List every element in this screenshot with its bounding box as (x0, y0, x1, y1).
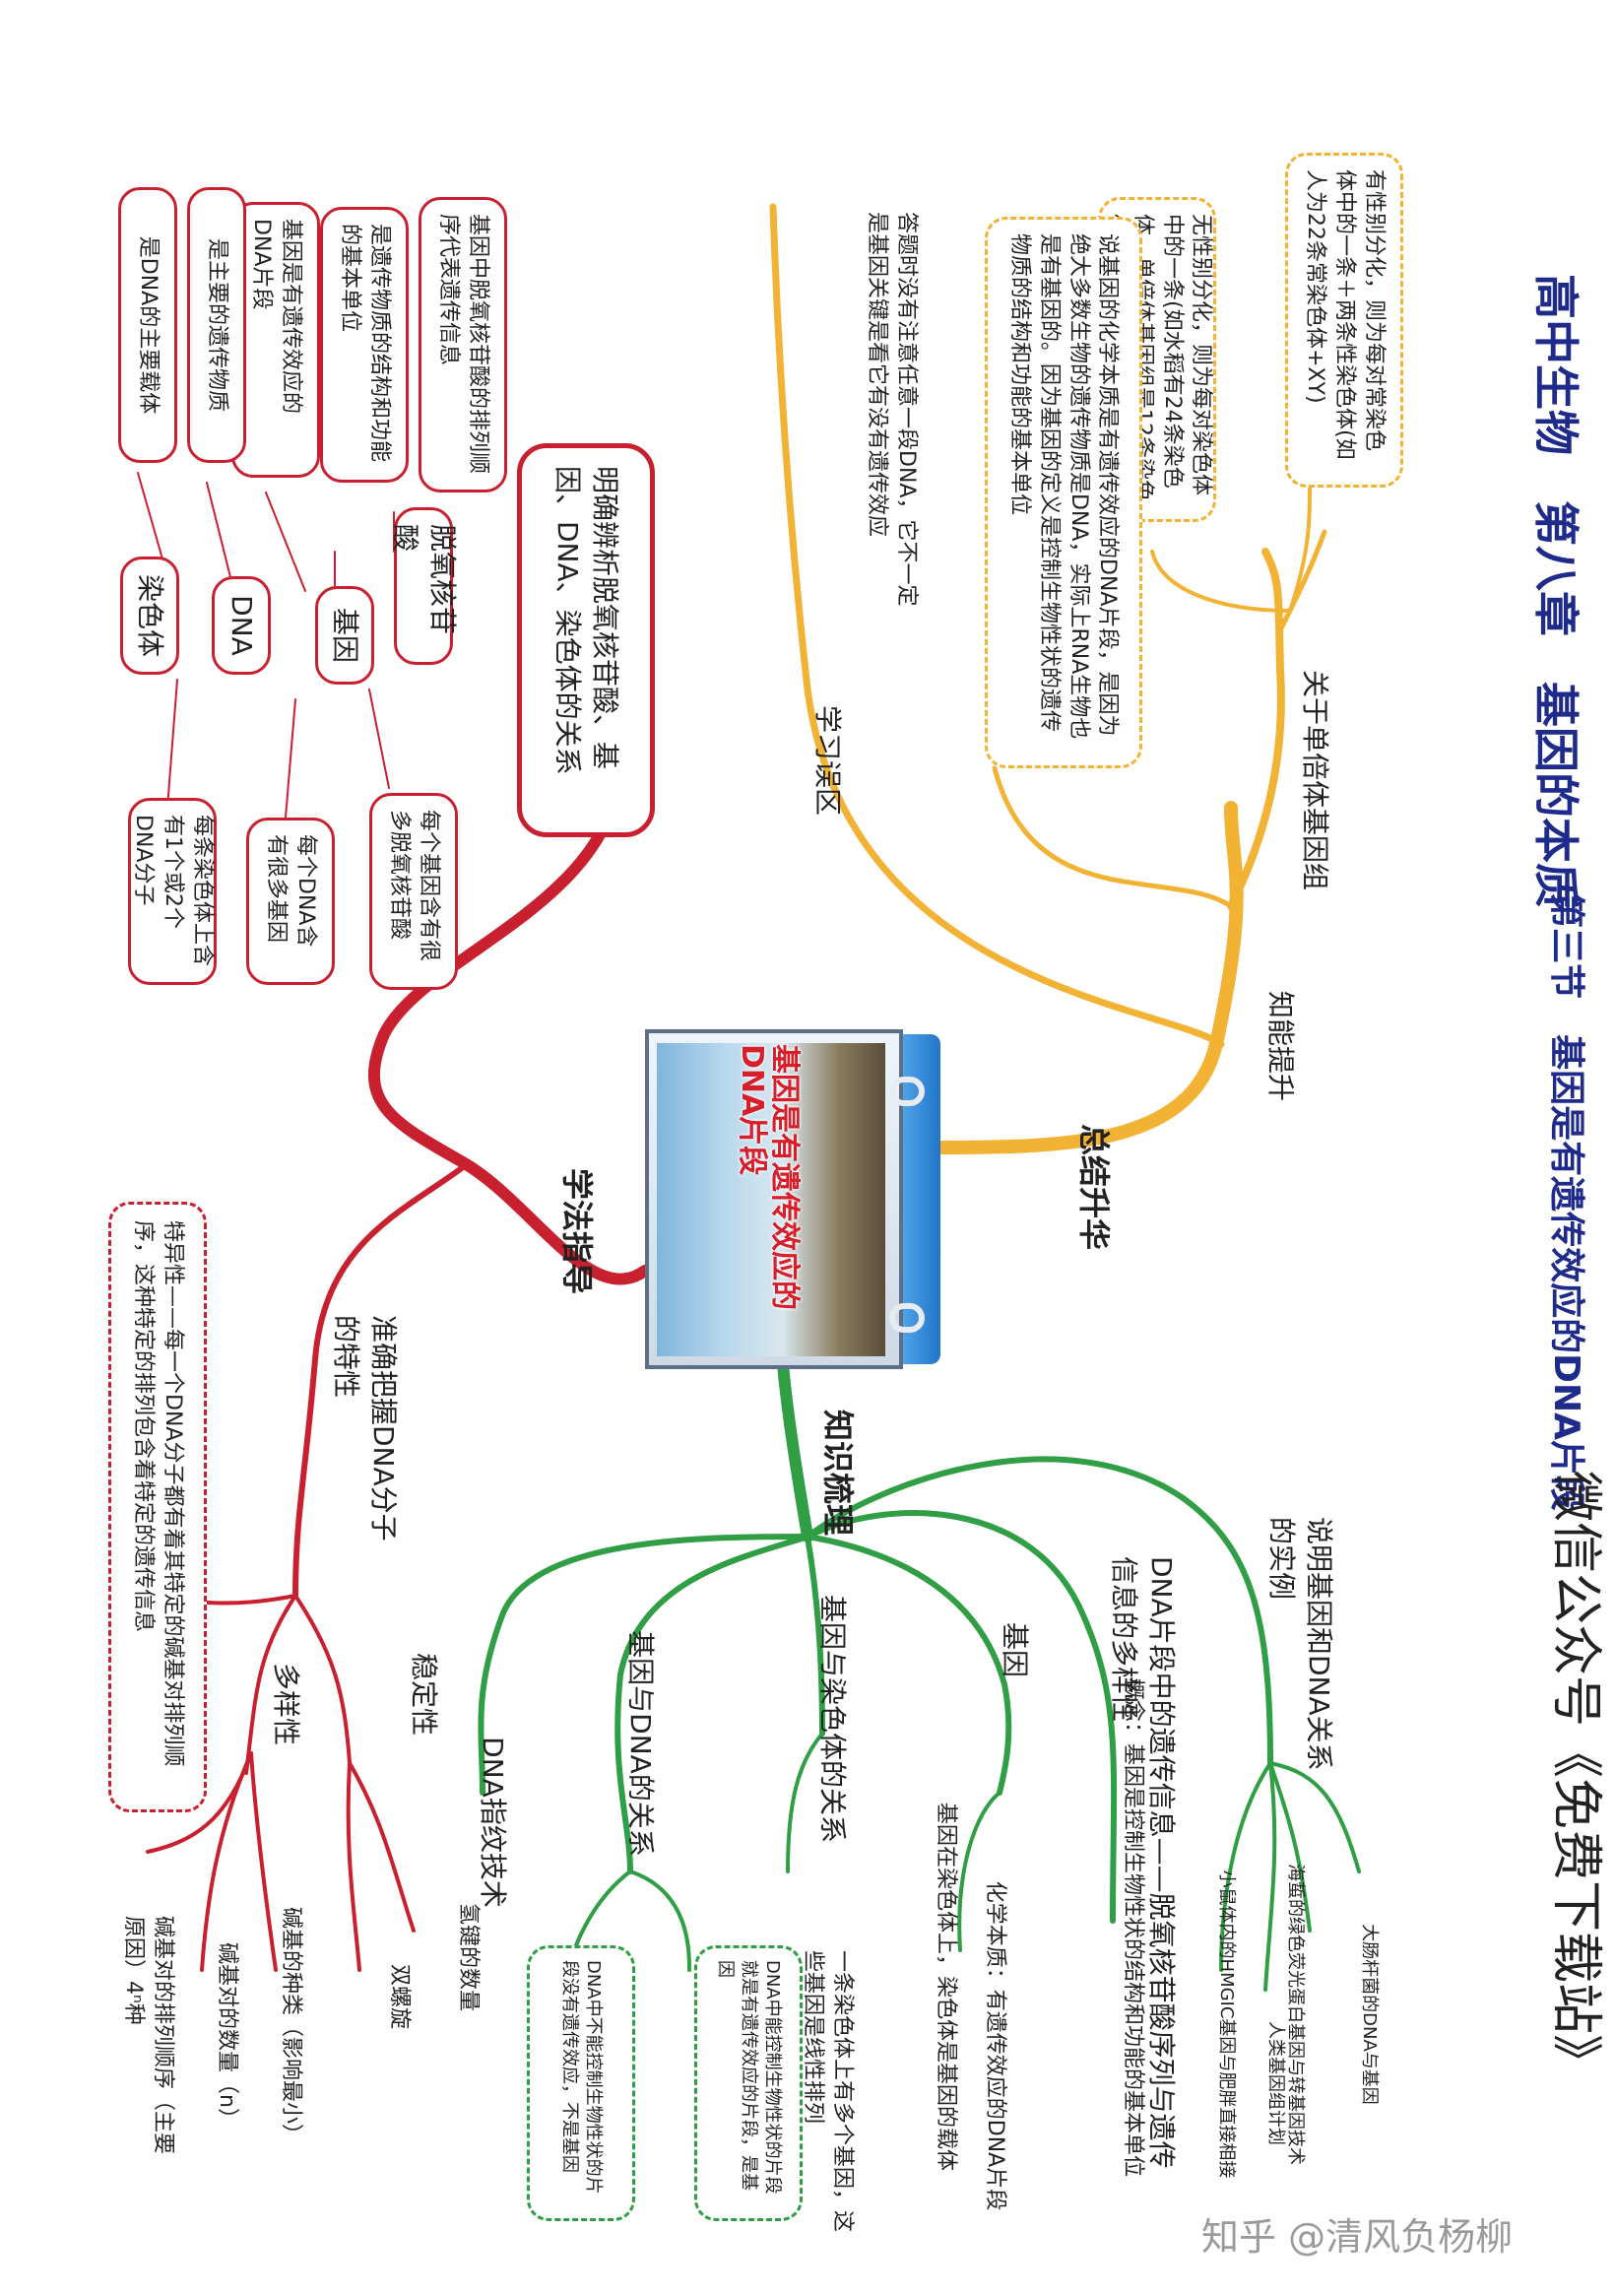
haploid-to-asexual (1150, 550, 1292, 613)
method-box-b1: 基因中脱氧核苷酸的排列顺序代表遗传信息 (419, 197, 507, 492)
box-dna-gene: DNA中能控制生物性状的片段就是有遗传效应的片段，是基因 (694, 1945, 803, 2221)
label-diversity: 多样性 (269, 1662, 302, 1745)
method-main-line (368, 762, 651, 1285)
method-box-b5: 是DNA的主要载体 (118, 187, 177, 463)
method-box-r2: 每个DNA含有很多基因 (246, 818, 335, 985)
box-specificity: 特异性——每一个DNA分子都有着其特定的碱基对排列顺序，这种特定的排列包含着特定… (108, 1202, 207, 1812)
example-mouse: 小鼠体内的HMGIC基因与肥胖直接相接 (1216, 1870, 1238, 2179)
label-double-helix: 双螺旋 (386, 1963, 412, 2029)
example-ecoli: 大肠杆菌的DNA与基因 (1359, 1924, 1381, 2105)
box-dna-not-gene: DNA中不能控制生物性状的片段没有遗传效应，不是基因 (527, 1945, 635, 2221)
label-base-kinds: 碱基的种类（影响最小） (278, 1906, 303, 2145)
node-chromosome: 染色体 (120, 557, 179, 675)
label-ability: 知能提升 (1263, 990, 1297, 1101)
knowledge-main-line (777, 1358, 813, 1542)
haploid-to-sexual (1288, 481, 1312, 613)
mistake-text: 答题时没有注意任意一段DNA，它不一定是基因关键是看它有没有遗传效应 (865, 212, 919, 607)
method-box-r3: 每条染色体上含有1个或2个DNA分子 (128, 798, 217, 985)
box-sexual: 有性别分化，则为每对常染色体中的一条＋两条性染色体(如人为22条常染色体+XY) (1285, 153, 1403, 488)
label-examples: 说明基因和DNA关系的实例 (1265, 1517, 1335, 1771)
label-grasp-dna: 准确把握DNA分子的特性 (330, 1315, 400, 1542)
ability-line (1227, 548, 1285, 910)
label-stability: 稳定性 (407, 1652, 440, 1736)
box-gene-nature: 说基因的化学本质是有遗传效应的DNA片段，是因为绝大多数生物的遗传物质是DNA，… (985, 217, 1142, 768)
label-fingerprint: DNA指纹技术 (476, 1737, 509, 1908)
branch-knowledge: 知识梳理 (818, 1409, 857, 1536)
method-box-b4: 是主要的遗传物质 (187, 187, 246, 463)
ability-to-gene-nature (992, 765, 1234, 909)
central-title: 基因是有遗传效应的DNA片段 (689, 1044, 847, 1349)
central-photo (657, 1043, 885, 1356)
binder-ring-bottom (889, 1303, 925, 1333)
label-chemical-nature: 化学本质：有遗传效应的DNA片段 (982, 1880, 1007, 2211)
method-box-b2: 是遗传物质的结构和功能的基本单位 (320, 207, 409, 483)
node-gene: 基因 (315, 586, 374, 685)
wechat-banner: 微信公众号《免费下载站》 (1541, 1285, 1610, 2270)
binder-ring-top (889, 1077, 925, 1106)
method-box-r1: 每个基因含有很多脱氧核苷酸 (369, 793, 458, 990)
watermark: 知乎 @清风负杨柳 (1201, 2215, 1514, 2259)
method-branch-lines (137, 472, 651, 1972)
label-haploid: 关于单倍体基因组 (1298, 669, 1331, 890)
label-carrier: 基因在染色体上，染色体是基因的载体 (933, 1802, 958, 2171)
label-base-order: 碱基对的排列顺序（主要原因）4ⁿ种 (121, 1916, 175, 2155)
box-clarify-relationship: 明确辨析脱氧核苷酸、基因、DNA、染色体的关系 (517, 443, 655, 837)
example-human-genome: 人类基因组计划 (1265, 2021, 1287, 2145)
haploid-line-top (1277, 529, 1327, 633)
label-mistakes: 学习误区 (810, 704, 844, 816)
wechat-banner-text: 微信公众号《免费下载站》 (1546, 1470, 1606, 2085)
summary-main-line (919, 801, 1244, 1154)
label-gene-dna: 基因与DNA的关系 (623, 1630, 657, 1857)
label-concept: 概念：基因是控制生物性状的结构和功能的基本单位 (1120, 1677, 1145, 2177)
node-deoxy: 脱氧核苷酸 (389, 507, 459, 665)
mistakes-line (769, 203, 1225, 1048)
knowledge-branch-lines (478, 1358, 1361, 1992)
central-title-text: 基因是有遗传效应的DNA片段 (735, 1044, 802, 1310)
summary-branch-lines (769, 203, 1327, 1154)
method-lower-line (292, 1164, 466, 1599)
label-base-count: 碱基对的数量（n） (214, 1942, 239, 2130)
label-gene-chromosome: 基因与染色体的关系 (815, 1594, 849, 1843)
node-dna: DNA (212, 576, 271, 675)
branch-method: 学法指导 (557, 1167, 596, 1294)
label-gene: 基因 (998, 1621, 1031, 1677)
branch-summary: 总结升华 (1074, 1123, 1113, 1250)
central-topic-image: 基因是有遗传效应的DNA片段 (645, 1029, 940, 1369)
